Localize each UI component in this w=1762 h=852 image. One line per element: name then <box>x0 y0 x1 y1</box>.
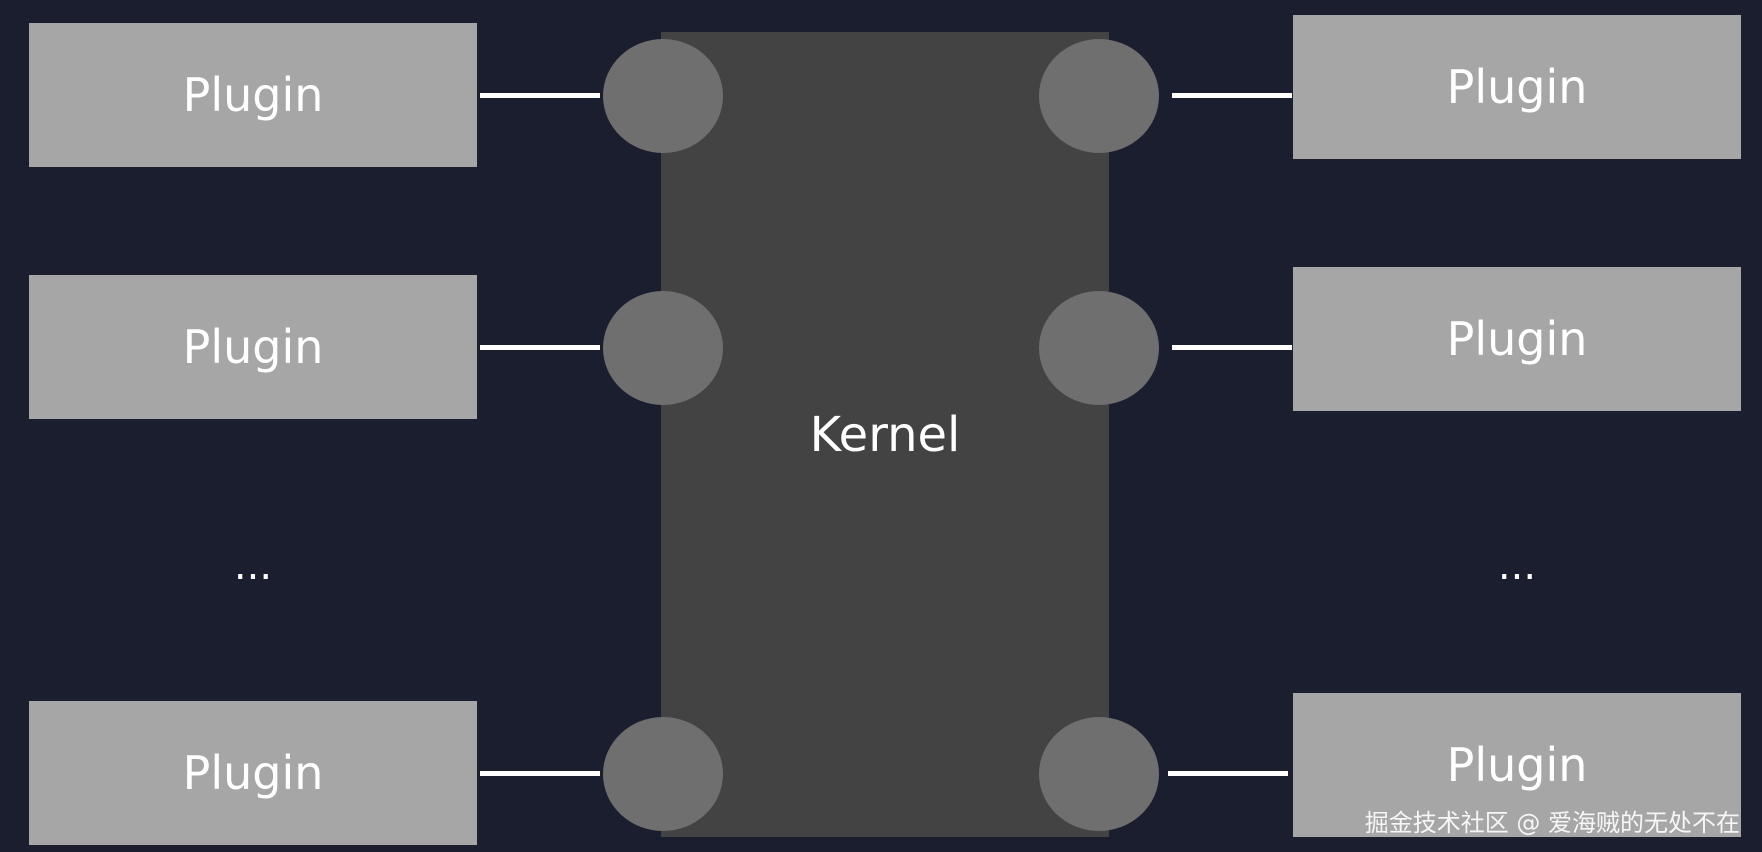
watermark-text: 掘金技术社区 @ 爱海贼的无处不在 <box>1364 809 1740 837</box>
connector-left-2 <box>480 345 600 350</box>
kernel-port-left-1 <box>603 39 723 153</box>
plugin-label: Plugin <box>182 746 324 800</box>
plugin-label: Plugin <box>182 320 324 374</box>
connector-left-1 <box>480 93 600 98</box>
kernel-box: Kernel <box>661 32 1109 837</box>
right-ellipsis: ... <box>1497 543 1537 589</box>
right-plugin-2: Plugin <box>1293 267 1741 411</box>
plugin-label: Plugin <box>1446 738 1588 792</box>
connector-right-2 <box>1172 345 1292 350</box>
kernel-port-right-2 <box>1039 291 1159 405</box>
connector-left-3 <box>480 771 600 776</box>
kernel-port-right-1 <box>1039 39 1159 153</box>
kernel-port-left-3 <box>603 717 723 831</box>
left-ellipsis: ... <box>233 543 273 589</box>
kernel-port-right-3 <box>1039 717 1159 831</box>
kernel-label: Kernel <box>809 406 961 463</box>
left-plugin-1: Plugin <box>29 23 477 167</box>
right-plugin-1: Plugin <box>1293 15 1741 159</box>
right-plugin-3: Plugin <box>1293 693 1741 837</box>
left-plugin-3: Plugin <box>29 701 477 845</box>
plugin-label: Plugin <box>182 68 324 122</box>
connector-right-1 <box>1172 93 1292 98</box>
kernel-port-left-2 <box>603 291 723 405</box>
plugin-label: Plugin <box>1446 60 1588 114</box>
left-plugin-2: Plugin <box>29 275 477 419</box>
plugin-label: Plugin <box>1446 312 1588 366</box>
connector-right-3 <box>1168 771 1288 776</box>
